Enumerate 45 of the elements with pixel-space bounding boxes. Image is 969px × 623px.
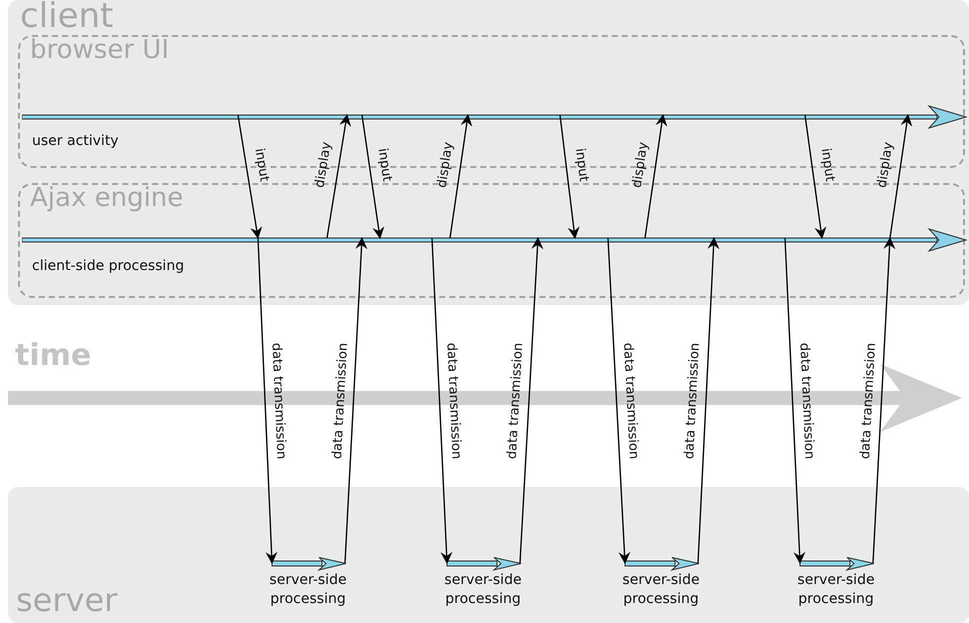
arrow xyxy=(784,238,806,564)
edge-label: input xyxy=(572,147,590,182)
process-label: server-side processing xyxy=(796,571,876,609)
edge-label: data transmission xyxy=(442,342,462,459)
edge-label: display xyxy=(630,140,652,188)
timeline-label: user activity xyxy=(32,133,119,149)
arrow xyxy=(257,238,278,564)
arrow xyxy=(559,114,580,239)
timeline-label: client-side processing xyxy=(32,258,184,274)
edge-label: input xyxy=(374,146,394,182)
arrow xyxy=(804,114,826,239)
edge-label: data transmission xyxy=(619,342,640,460)
swimlane-band xyxy=(8,0,969,305)
edge-label: data transmission xyxy=(683,342,703,459)
edge-label: display xyxy=(876,140,896,188)
arrow xyxy=(449,114,472,238)
band-title: server xyxy=(16,581,118,619)
edge-label: data transmission xyxy=(506,342,526,460)
arrow xyxy=(361,114,384,239)
swimlane-band xyxy=(8,487,969,623)
arrow xyxy=(326,114,352,238)
process-label: server-side processing xyxy=(268,571,348,609)
arrow xyxy=(344,237,368,564)
arrow xyxy=(431,238,452,564)
edge-label: display xyxy=(313,140,335,188)
arrow xyxy=(607,238,630,564)
edge-label: data transmission xyxy=(858,342,879,460)
edge-label: input xyxy=(817,146,836,182)
process-label: server-side processing xyxy=(621,571,701,609)
process-label: server-side processing xyxy=(443,571,523,609)
edge-label: display xyxy=(436,140,456,188)
arrow xyxy=(889,114,912,238)
arrow xyxy=(237,114,262,239)
group-title: browser UI xyxy=(30,35,169,65)
edge-label: data transmission xyxy=(268,342,288,459)
edge-label: data transmission xyxy=(796,342,816,459)
edge-label: data transmission xyxy=(330,342,351,460)
arrow xyxy=(519,237,544,564)
axis-label: time xyxy=(15,338,92,373)
arrow xyxy=(697,237,720,564)
band-title: client xyxy=(20,0,114,36)
arrow xyxy=(872,237,896,564)
edge-label: input xyxy=(251,146,271,182)
arrow xyxy=(644,114,668,238)
group-title: Ajax engine xyxy=(30,183,184,213)
